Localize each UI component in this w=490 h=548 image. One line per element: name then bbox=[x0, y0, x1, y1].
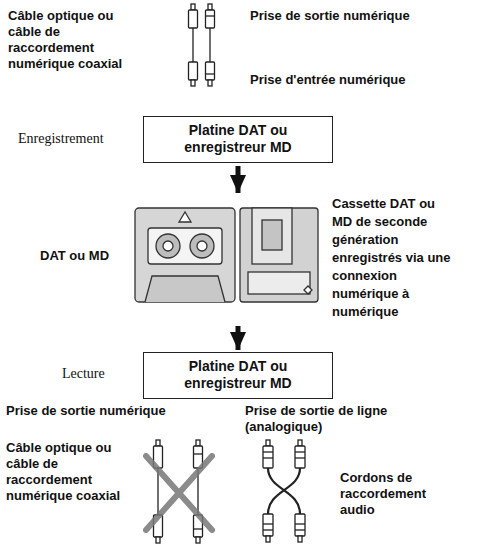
cable-top bbox=[189, 4, 215, 86]
media-label: DAT ou MD bbox=[40, 247, 130, 265]
part-label: Prise de sortie de ligne (analogique) bbox=[245, 403, 410, 435]
part-label: Prise de sortie numérique bbox=[250, 8, 480, 24]
flow-arrow bbox=[236, 326, 241, 350]
part-label: Câble optique ou câble de raccordement n… bbox=[6, 440, 134, 504]
part-label: Prise d'entrée numérique bbox=[250, 72, 480, 88]
part-label: Câble optique ou câble de raccordement n… bbox=[8, 8, 136, 72]
box-label: Platine DAT ou enregistreur MD bbox=[152, 122, 324, 156]
audio-cords bbox=[263, 440, 305, 542]
dat-cassette bbox=[135, 208, 235, 302]
stage-label: Lecture bbox=[62, 366, 142, 382]
media-group: DAT ou MD Cassette DAT ou MD de seconde g… bbox=[40, 195, 480, 323]
media-note: Cassette DAT ou MD de seconde génération… bbox=[332, 195, 457, 321]
flow-arrow bbox=[236, 166, 241, 193]
device-box: Platine DAT ou enregistreur MD bbox=[143, 116, 333, 163]
stage-label: Enregistrement bbox=[18, 131, 138, 147]
part-label: Prise de sortie numérique bbox=[6, 403, 226, 419]
minidisc bbox=[240, 208, 318, 302]
part-label: Cordons de raccordement audio bbox=[340, 470, 450, 518]
device-box: Platine DAT ou enregistreur MD bbox=[143, 352, 333, 399]
cross-mark bbox=[146, 456, 212, 530]
box-label: Platine DAT ou enregistreur MD bbox=[152, 358, 324, 392]
